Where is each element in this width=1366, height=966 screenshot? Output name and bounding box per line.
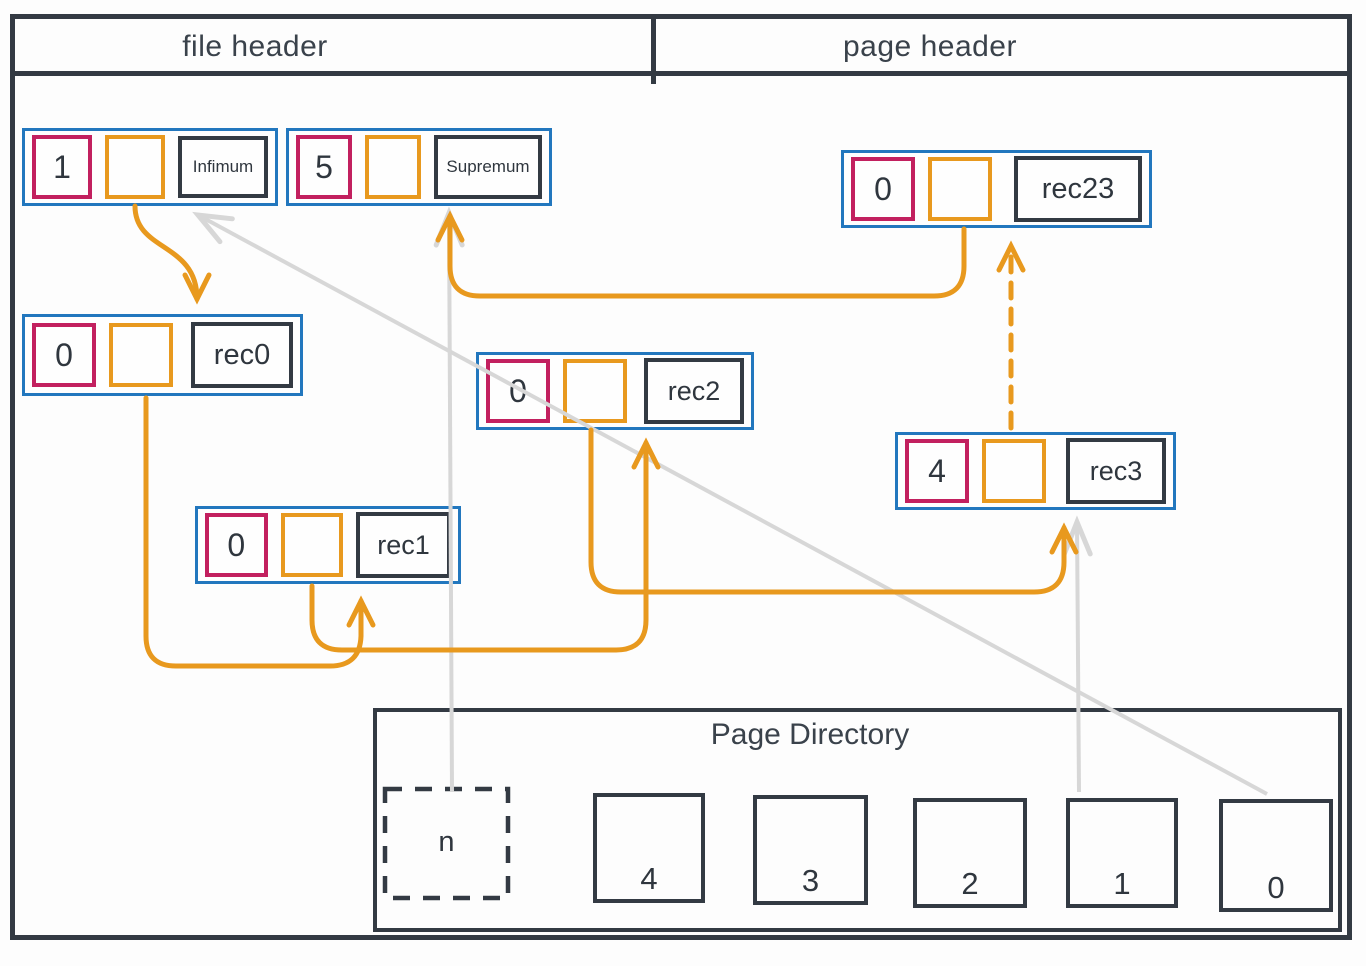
record-supremum-pointer-cell bbox=[365, 135, 421, 199]
page-header-label: page header bbox=[843, 30, 1017, 63]
page-directory-title: Page Directory bbox=[710, 718, 910, 751]
slot-2: 2 bbox=[913, 798, 1027, 908]
record-rec1: 0 rec1 bbox=[195, 506, 461, 584]
record-supremum-label: Supremum bbox=[434, 135, 542, 199]
record-rec2-label: rec2 bbox=[644, 358, 744, 424]
record-rec2: 0 rec2 bbox=[476, 352, 754, 430]
record-rec3: 4 rec3 bbox=[895, 432, 1176, 510]
record-rec3-number-cell: 4 bbox=[905, 439, 969, 503]
record-rec2-number-cell: 0 bbox=[486, 359, 550, 423]
record-rec0-number-cell: 0 bbox=[32, 323, 96, 387]
record-supremum-number-cell: 5 bbox=[296, 135, 352, 199]
record-rec1-number-cell: 0 bbox=[205, 513, 268, 577]
record-rec23-pointer-cell bbox=[928, 157, 992, 221]
slot-4: 4 bbox=[593, 793, 705, 903]
record-rec3-label: rec3 bbox=[1066, 438, 1166, 504]
slot-0: 0 bbox=[1219, 799, 1333, 912]
slot-3: 3 bbox=[753, 795, 868, 905]
record-rec1-pointer-cell bbox=[280, 513, 343, 577]
header-bottom-divider bbox=[15, 71, 1347, 76]
record-rec2-pointer-cell bbox=[563, 359, 627, 423]
page-outer-frame bbox=[10, 14, 1352, 940]
file-page-header-divider bbox=[651, 16, 656, 84]
record-infimum-number-cell: 1 bbox=[32, 135, 92, 199]
file-header-label: file header bbox=[182, 30, 328, 63]
record-infimum-label: Infimum bbox=[178, 136, 268, 198]
record-infimum: 1 Infimum bbox=[22, 128, 278, 206]
record-rec0-pointer-cell bbox=[109, 323, 173, 387]
record-rec1-label: rec1 bbox=[356, 512, 451, 578]
record-rec0: 0 rec0 bbox=[22, 314, 303, 396]
slot-n: n bbox=[438, 826, 455, 858]
record-infimum-pointer-cell bbox=[105, 135, 165, 199]
record-rec23-number-cell: 0 bbox=[851, 157, 915, 221]
slot-1: 1 bbox=[1066, 798, 1178, 908]
record-rec3-pointer-cell bbox=[982, 439, 1046, 503]
record-supremum: 5 Supremum bbox=[286, 128, 552, 206]
record-rec23-label: rec23 bbox=[1014, 156, 1142, 222]
record-rec23: 0 rec23 bbox=[841, 150, 1152, 228]
record-rec0-label: rec0 bbox=[191, 322, 293, 388]
